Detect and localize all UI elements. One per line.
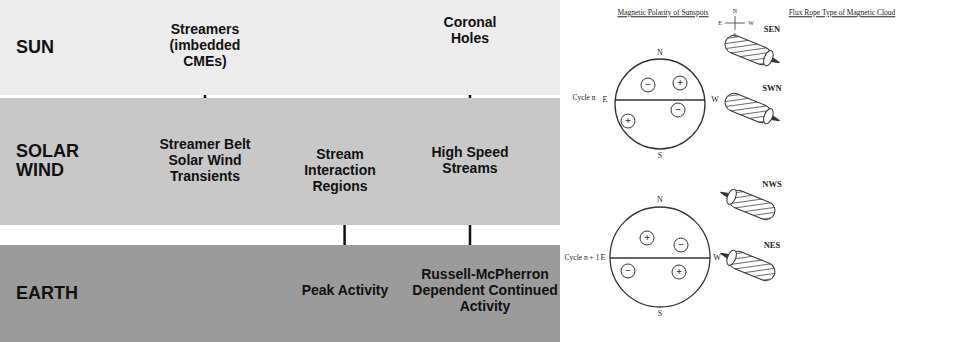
figure-label: N [657, 49, 663, 57]
process-label: Coronal Holes [430, 14, 510, 46]
figure-label: − [645, 80, 651, 90]
compass-line [725, 23, 745, 24]
flux-rope [717, 245, 778, 283]
process-label: Streamer Belt Solar Wind Transients [149, 136, 261, 184]
node-text: Streamers (imbedded CMEs) [155, 21, 255, 69]
band-title: EARTH [16, 284, 78, 304]
sunspot-circle [621, 114, 635, 128]
layer-band: SUN Streamers (imbedded CMEs) Coronal Hole… [0, 0, 560, 95]
sunspot-circle [621, 264, 635, 278]
figure-label: NWS [762, 180, 781, 189]
process-label: Peak Activity [302, 282, 389, 298]
equator-line [615, 99, 705, 100]
figure-label: E [601, 254, 606, 262]
figure-label: + [676, 267, 682, 277]
figure-label: NES [764, 241, 781, 250]
sunspot-circle [640, 231, 654, 245]
layer-band: SOLAR WIND Streamer Belt Solar Wind Trans… [0, 98, 560, 225]
figure-label: + [625, 116, 631, 126]
figure-label: SWN [762, 84, 781, 93]
figure-label: Flux Rope Type of Magnetic Cloud [789, 9, 896, 17]
figure-label: W [711, 96, 719, 104]
figure-label: S [733, 32, 736, 38]
node-text: High Speed Streams [424, 144, 516, 176]
node-text: Stream Interaction Regions [293, 146, 388, 194]
process-label: Stream Interaction Regions [293, 146, 388, 194]
figure-label: E [718, 20, 722, 26]
process-label: High Speed Streams [424, 144, 516, 176]
figure-label: Cycle n + 1 [565, 254, 600, 262]
figure-label: + [677, 78, 683, 88]
figure-label: Cycle n [572, 94, 595, 102]
layer-band: EARTH Peak Activity Russell-McPherron Depe… [0, 245, 560, 342]
figure-label: − [625, 266, 631, 276]
sun-disk [610, 207, 710, 307]
node-text: Peak Activity [302, 282, 389, 298]
figure-label: N [733, 8, 737, 14]
figure-label: − [678, 240, 684, 250]
node-text: Coronal Holes [430, 14, 510, 46]
figure-label: S [658, 310, 662, 318]
figure-label: − [675, 105, 681, 115]
band-title: SOLAR WIND [16, 142, 96, 182]
figure-label: W [748, 20, 754, 26]
sun-disk [615, 59, 705, 149]
figure-label: S [658, 152, 662, 160]
figure-label: E [603, 96, 608, 104]
flux-rope [717, 184, 778, 222]
node-text: Streamer Belt Solar Wind Transients [149, 136, 261, 184]
flux-rope [722, 91, 783, 129]
figure-label: SEN [764, 25, 781, 34]
sunspot-circle [671, 103, 685, 117]
sunspot-circle [673, 76, 687, 90]
equator-line [610, 257, 710, 258]
flux-rope [722, 33, 783, 71]
figure-label: + [644, 233, 650, 243]
sunspot-circle [672, 265, 686, 279]
sunspot-circle [674, 238, 688, 252]
figure-label: W [713, 254, 721, 262]
node-text: Russell-McPherron Dependent Continued Ac… [412, 266, 558, 314]
process-label: Streamers (imbedded CMEs) [155, 21, 255, 69]
band-title: SUN [16, 38, 54, 58]
process-label: Russell-McPherron Dependent Continued Ac… [412, 266, 558, 314]
sunspot-circle [641, 78, 655, 92]
figure-label: Magnetic Polarity of Sunspots [617, 9, 708, 17]
figure-label: N [657, 196, 663, 204]
